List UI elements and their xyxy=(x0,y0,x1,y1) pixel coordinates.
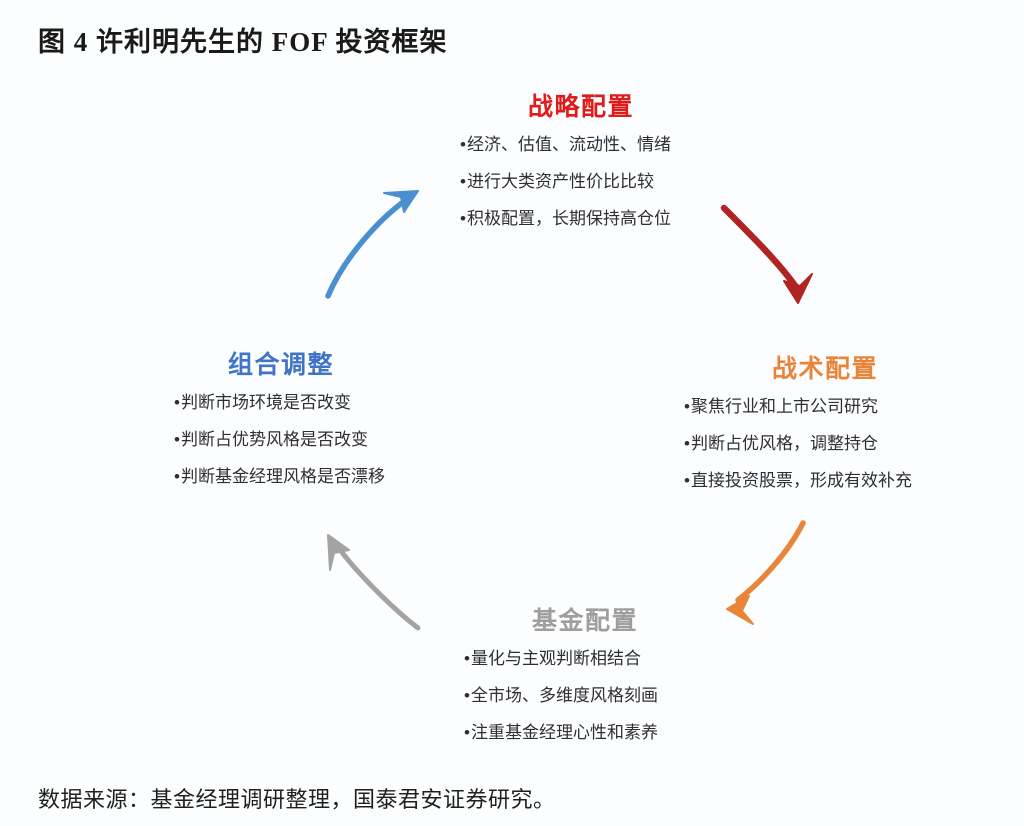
bullet-text: 进行大类资产性价比比较 xyxy=(466,171,654,191)
arrow-tactical-to-fund xyxy=(726,520,806,625)
bullet-text: 判断基金经理风格是否漂移 xyxy=(180,466,385,486)
bullet-dot-icon: • xyxy=(684,433,690,453)
bullet-dot-icon: • xyxy=(460,208,466,228)
bullet-item: •判断基金经理风格是否漂移 xyxy=(174,468,456,485)
quadrant-bullets-portfolio: •判断市场环境是否改变 •判断占优势风格是否改变 •判断基金经理风格是否漂移 xyxy=(166,394,456,485)
bullet-dot-icon: • xyxy=(174,392,180,412)
quadrant-heading-tactical: 战术配置 xyxy=(772,355,879,383)
bullet-item: •注重基金经理心性和素养 xyxy=(464,724,732,741)
quadrant-fund-allocation: 基金配置 •量化与主观判断相结合 •全市场、多维度风格刻画 •注重基金经理心性和… xyxy=(452,607,732,741)
bullet-text: 注重基金经理心性和素养 xyxy=(470,722,658,742)
bullet-item: •经济、估值、流动性、情绪 xyxy=(460,136,716,153)
bullet-text: 直接投资股票，形成有效补充 xyxy=(690,470,912,490)
bullet-text: 全市场、多维度风格刻画 xyxy=(470,685,658,705)
bullet-dot-icon: • xyxy=(464,648,470,668)
quadrant-heading-fund: 基金配置 xyxy=(531,607,638,635)
arrow-portfolio-to-strategic xyxy=(325,190,419,299)
bullet-item: •直接投资股票，形成有效补充 xyxy=(684,472,962,489)
bullet-text: 聚焦行业和上市公司研究 xyxy=(690,396,878,416)
bullet-item: •积极配置，长期保持高仓位 xyxy=(460,210,716,227)
bullet-item: •判断占优风格，调整持仓 xyxy=(684,435,962,452)
quadrant-strategic-allocation: 战略配置 •经济、估值、流动性、情绪 •进行大类资产性价比比较 •积极配置，长期… xyxy=(446,93,716,227)
bullet-dot-icon: • xyxy=(684,470,690,490)
bullet-dot-icon: • xyxy=(460,171,466,191)
bullet-dot-icon: • xyxy=(174,466,180,486)
quadrant-heading-portfolio: 组合调整 xyxy=(228,351,335,379)
bullet-item: •量化与主观判断相结合 xyxy=(464,650,732,667)
bullet-item: •判断占优势风格是否改变 xyxy=(174,431,456,448)
bullet-item: •进行大类资产性价比比较 xyxy=(460,173,716,190)
arrow-strategic-to-tactical xyxy=(720,204,813,304)
bullet-text: 判断占优风格，调整持仓 xyxy=(690,433,878,453)
quadrant-portfolio-adjustment: 组合调整 •判断市场环境是否改变 •判断占优势风格是否改变 •判断基金经理风格是… xyxy=(166,351,456,485)
bullet-dot-icon: • xyxy=(684,396,690,416)
bullet-text: 判断市场环境是否改变 xyxy=(180,392,351,412)
bullet-text: 积极配置，长期保持高仓位 xyxy=(466,208,671,228)
bullet-dot-icon: • xyxy=(464,722,470,742)
bullet-text: 判断占优势风格是否改变 xyxy=(180,429,368,449)
bullet-dot-icon: • xyxy=(174,429,180,449)
bullet-dot-icon: • xyxy=(460,134,466,154)
bullet-text: 量化与主观判断相结合 xyxy=(470,648,641,668)
bullet-dot-icon: • xyxy=(464,685,470,705)
source-note: 数据来源：基金经理调研整理，国泰君安证券研究。 xyxy=(38,787,556,812)
arrow-fund-to-portfolio xyxy=(327,534,421,631)
quadrant-heading-strategic: 战略配置 xyxy=(527,93,634,121)
bullet-text: 经济、估值、流动性、情绪 xyxy=(466,134,671,154)
quadrant-bullets-fund: •量化与主观判断相结合 •全市场、多维度风格刻画 •注重基金经理心性和素养 xyxy=(452,650,732,741)
page-title: 图 4 许利明先生的 FOF 投资框架 xyxy=(38,27,448,57)
bullet-item: •判断市场环境是否改变 xyxy=(174,394,456,411)
quadrant-bullets-strategic: •经济、估值、流动性、情绪 •进行大类资产性价比比较 •积极配置，长期保持高仓位 xyxy=(446,136,716,227)
bullet-item: •聚焦行业和上市公司研究 xyxy=(684,398,962,415)
quadrant-bullets-tactical: •聚焦行业和上市公司研究 •判断占优风格，调整持仓 •直接投资股票，形成有效补充 xyxy=(672,398,962,489)
bullet-item: •全市场、多维度风格刻画 xyxy=(464,687,732,704)
quadrant-tactical-allocation: 战术配置 •聚焦行业和上市公司研究 •判断占优风格，调整持仓 •直接投资股票，形… xyxy=(672,355,962,489)
